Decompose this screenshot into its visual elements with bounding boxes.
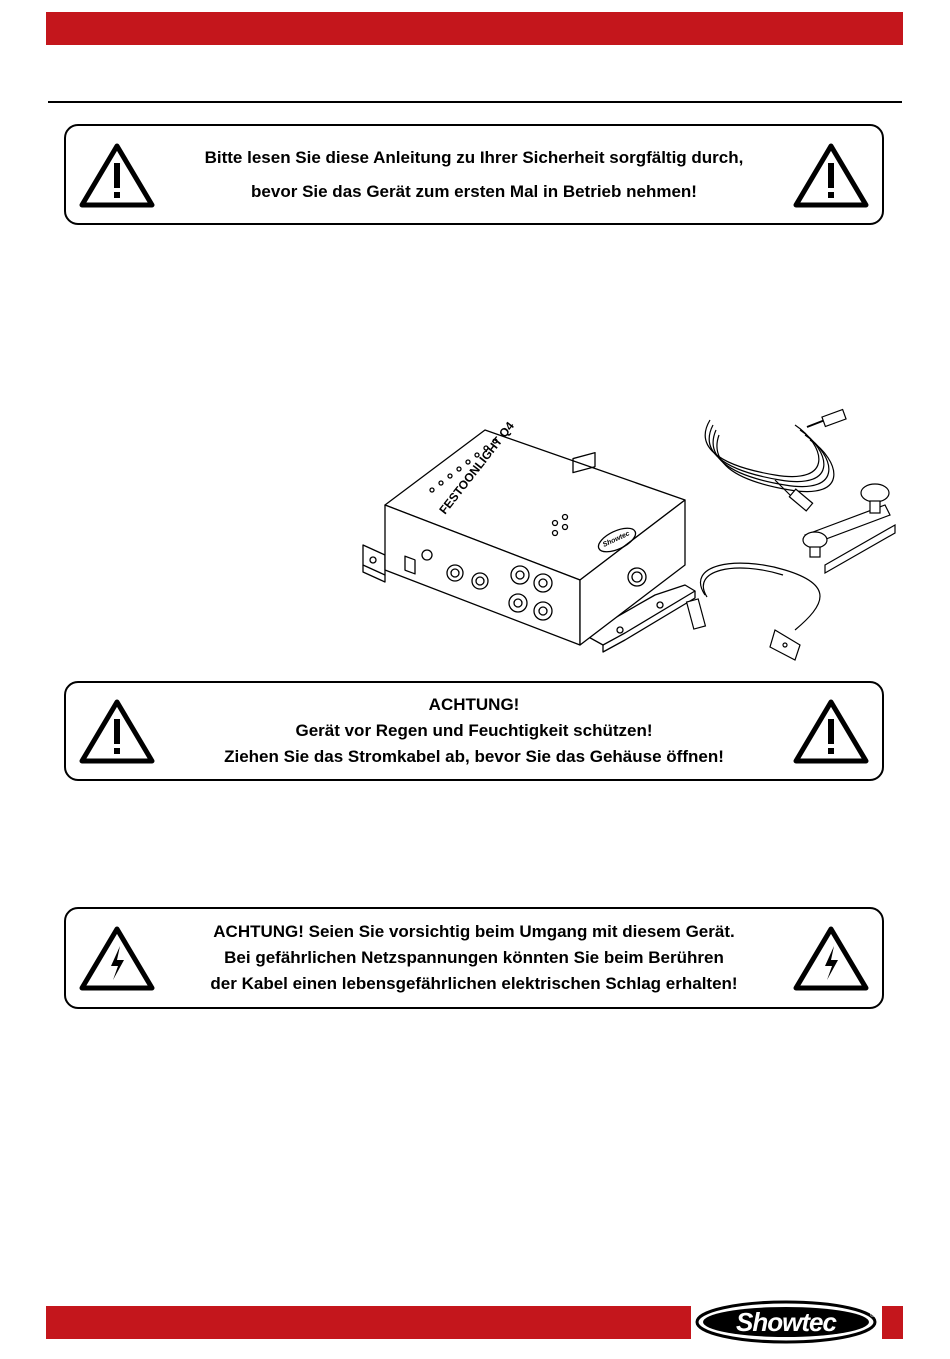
electric-warning-text: ACHTUNG! Seien Sie vorsichtig beim Umgan… bbox=[176, 909, 772, 1007]
showtec-logo: Showtec ® bbox=[695, 1300, 877, 1344]
moisture-warning-box: ACHTUNG! Gerät vor Regen und Feuchtigkei… bbox=[64, 681, 884, 781]
moisture-warning-text: ACHTUNG! Gerät vor Regen und Feuchtigkei… bbox=[176, 683, 772, 779]
product-illustration: FESTOONLIGHT Q4 Showtec bbox=[362, 408, 896, 661]
warning-line: Bitte lesen Sie diese Anleitung zu Ihrer… bbox=[204, 147, 744, 167]
header-rule bbox=[48, 101, 902, 103]
safety-warning-box: Bitte lesen Sie diese Anleitung zu Ihrer… bbox=[64, 124, 884, 225]
header-bar bbox=[46, 12, 903, 45]
warning-triangle-icon bbox=[79, 143, 155, 207]
electric-warning-box: ACHTUNG! Seien Sie vorsichtig beim Umgan… bbox=[64, 907, 884, 1009]
safety-warning-text: Bitte lesen Sie diese Anleitung zu Ihrer… bbox=[176, 126, 772, 223]
warning-triangle-icon bbox=[793, 143, 869, 207]
warning-line: Bei gefährlichen Netzspannungen könnten … bbox=[224, 948, 724, 967]
warning-line: der Kabel einen lebensgefährlichen elekt… bbox=[210, 974, 738, 993]
warning-line: Ziehen Sie das Stromkabel ab, bevor Sie … bbox=[224, 747, 724, 766]
warning-line: ACHTUNG! bbox=[428, 695, 520, 714]
electric-hazard-icon bbox=[79, 926, 155, 991]
warning-line: ACHTUNG! Seien Sie vorsichtig beim Umgan… bbox=[213, 922, 735, 941]
footer-bar bbox=[46, 1306, 691, 1339]
warning-line: bevor Sie das Gerät zum ersten Mal in Be… bbox=[251, 181, 697, 201]
warning-triangle-icon bbox=[793, 699, 869, 764]
logo-text: Showtec bbox=[736, 1307, 837, 1337]
footer-bar-end bbox=[882, 1306, 903, 1339]
electric-hazard-icon bbox=[793, 926, 869, 991]
logo-mark: ® bbox=[870, 1310, 876, 1319]
warning-line: Gerät vor Regen und Feuchtigkeit schütze… bbox=[295, 721, 653, 740]
warning-triangle-icon bbox=[79, 699, 155, 764]
